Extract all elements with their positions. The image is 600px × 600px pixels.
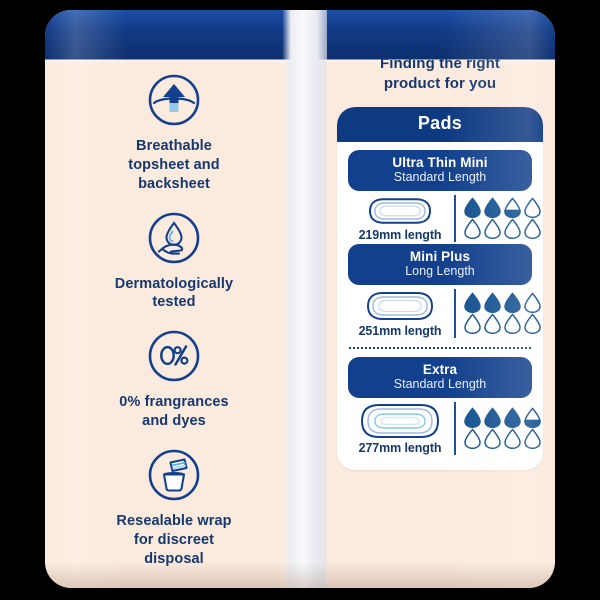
resealable-wrap-icon (146, 447, 202, 503)
droplet-filled-icon (484, 292, 501, 314)
feature-item-resealable-wrap: Resealable wrap for discreet disposal (63, 447, 285, 569)
droplet-half-icon (504, 197, 521, 219)
droplet-filled-icon (484, 407, 501, 429)
product-guide-panel: Finding the right product for you Pads U… (337, 54, 543, 470)
absorbency-row-bottom (463, 313, 542, 335)
pads-card-title: Pads (337, 106, 543, 142)
absorbency-rating (454, 288, 542, 338)
product-detail: 219mm length (348, 191, 541, 244)
panel-heading: Finding the right product for you (379, 55, 500, 92)
droplet-empty-icon (524, 428, 541, 450)
product-row-extra: Extra Standard Length (348, 356, 541, 457)
product-row-mini-plus: Mini Plus Long Length 251mm length (348, 243, 541, 340)
pad-length-label: 251mm length (358, 323, 442, 338)
product-name: Extra (422, 361, 458, 377)
product-name: Ultra Thin Mini (392, 154, 488, 170)
feature-item-dermatologically-tested: Dermatologically tested (63, 210, 285, 313)
pad-illustration-column: 277mm length (348, 402, 452, 455)
hand-droplet-icon (146, 210, 202, 266)
feature-label: Dermatologically tested (114, 275, 234, 311)
pad-illustration-column: 219mm length (348, 195, 452, 242)
droplet-empty-icon (524, 292, 541, 314)
droplet-empty-icon (464, 218, 481, 240)
pad-shape-icon (368, 197, 432, 224)
product-row-ultra-thin-mini: Ultra Thin Mini Standard Length 219mm (348, 149, 541, 244)
feature-label: Breathable topsheet and backsheet (128, 138, 220, 192)
droplet-filled-icon (484, 197, 501, 219)
product-detail: 277mm length (348, 398, 541, 457)
droplet-empty-icon (484, 218, 501, 240)
package-seam-strip (283, 10, 327, 588)
product-length-type: Standard Length (393, 376, 487, 391)
breathable-arrow-icon (146, 72, 202, 128)
product-separator (349, 346, 531, 349)
feature-label: Resealable wrap for discreet disposal (116, 512, 232, 567)
feature-item-zero-fragrances: 0% frangrances and dyes (63, 328, 285, 431)
absorbency-row-top (463, 197, 542, 219)
absorbency-rating (454, 194, 542, 242)
absorbency-row-top (463, 292, 542, 314)
absorbency-row-bottom (463, 218, 542, 240)
product-pill: Ultra Thin Mini Standard Length (348, 149, 532, 191)
feature-list: Breathable topsheet and backsheet Dermat… (63, 72, 285, 584)
pad-illustration-column: 251mm length (348, 289, 452, 338)
zero-percent-icon (146, 328, 202, 384)
product-pill: Extra Standard Length (348, 356, 532, 398)
pad-shape-icon (360, 403, 440, 438)
droplet-empty-icon (464, 313, 481, 335)
droplet-empty-icon (484, 428, 501, 450)
droplet-empty-icon (504, 218, 521, 240)
droplet-empty-icon (524, 197, 541, 219)
droplet-empty-icon (504, 313, 521, 335)
product-name: Mini Plus (409, 248, 471, 264)
feature-label: 0% frangrances and dyes (119, 394, 229, 430)
droplet-filled-icon (504, 292, 521, 314)
pad-length-label: 219mm length (358, 227, 442, 242)
pads-card-body: Ultra Thin Mini Standard Length 219mm (337, 142, 543, 470)
droplet-filled-icon (464, 197, 481, 219)
droplet-empty-icon (524, 218, 541, 240)
pads-card: Pads Ultra Thin Mini Standard Length (337, 106, 543, 470)
droplet-filled-icon (464, 292, 481, 314)
droplet-empty-icon (524, 313, 541, 335)
droplet-empty-icon (504, 428, 521, 450)
droplet-filled-icon (464, 407, 481, 429)
droplet-empty-icon (484, 313, 501, 335)
droplet-empty-icon (464, 428, 481, 450)
pad-shape-icon (366, 291, 434, 320)
product-pill: Mini Plus Long Length (348, 243, 532, 285)
product-detail: 251mm length (348, 285, 541, 340)
absorbency-rating (454, 401, 542, 455)
absorbency-row-top (463, 407, 542, 429)
product-package: Breathable topsheet and backsheet Dermat… (45, 10, 555, 588)
droplet-half-icon (524, 407, 541, 429)
product-length-type: Standard Length (393, 169, 487, 184)
pad-length-label: 277mm length (358, 440, 442, 455)
absorbency-row-bottom (463, 428, 542, 450)
product-length-type: Long Length (405, 263, 475, 278)
droplet-filled-icon (504, 407, 521, 429)
feature-item-breathable: Breathable topsheet and backsheet (63, 72, 285, 194)
